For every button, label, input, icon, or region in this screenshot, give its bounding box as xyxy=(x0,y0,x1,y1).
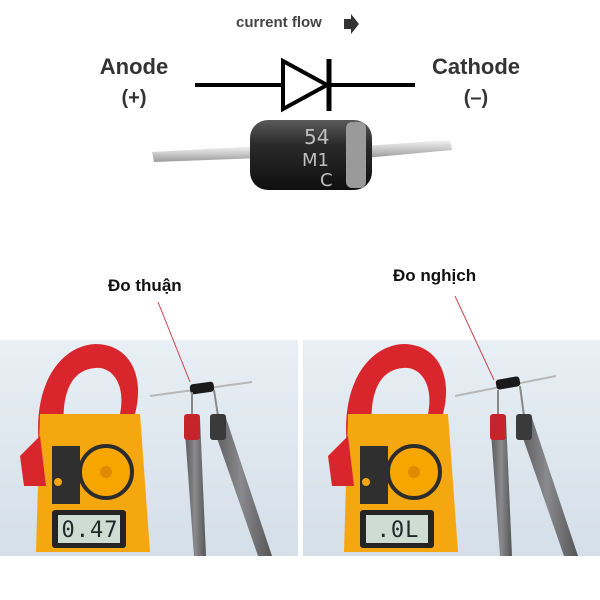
reverse-red-probe xyxy=(490,418,512,556)
reverse-black-probe xyxy=(516,418,578,556)
diode-symbol-triangle xyxy=(281,57,332,113)
reverse-diode-body xyxy=(495,376,521,390)
forward-pointer-line xyxy=(157,301,191,383)
forward-measure-photo xyxy=(0,301,298,556)
cathode-sign: (–) xyxy=(463,87,489,109)
diode-body xyxy=(250,120,372,190)
reverse-lcd-reading: .0L xyxy=(376,518,420,543)
diode-symbol xyxy=(195,57,415,113)
anode-label: Anode xyxy=(99,54,169,79)
measure-panels xyxy=(0,296,600,556)
diode-marking-2: M1 xyxy=(302,150,329,171)
diode-anode-lead xyxy=(152,146,260,162)
anode-sign: (+) xyxy=(121,87,147,109)
diode-component-photo: 54 M1 C xyxy=(152,120,452,191)
forward-lcd-screen xyxy=(58,515,120,543)
forward-measure-label: Đo thuận xyxy=(108,276,182,295)
forward-lcd-reading: 0.47 xyxy=(61,518,119,543)
diode-marking-1: 54 xyxy=(304,125,329,149)
current-flow-arrow-icon xyxy=(344,14,359,34)
forward-red-probe xyxy=(184,418,206,556)
cathode-label: Cathode xyxy=(432,54,520,79)
reverse-measure-label: Đo nghịch xyxy=(393,266,477,285)
reverse-pointer-line xyxy=(454,296,495,381)
reverse-measure-photo xyxy=(303,296,600,556)
forward-diode-body xyxy=(189,381,215,395)
forward-black-probe xyxy=(210,418,272,556)
reverse-lcd-screen xyxy=(366,515,428,543)
current-flow-label: current flow xyxy=(236,14,322,31)
diode-cathode-band xyxy=(346,122,366,188)
diode-marking-3: C xyxy=(320,170,333,191)
diode-cathode-lead xyxy=(365,140,452,158)
